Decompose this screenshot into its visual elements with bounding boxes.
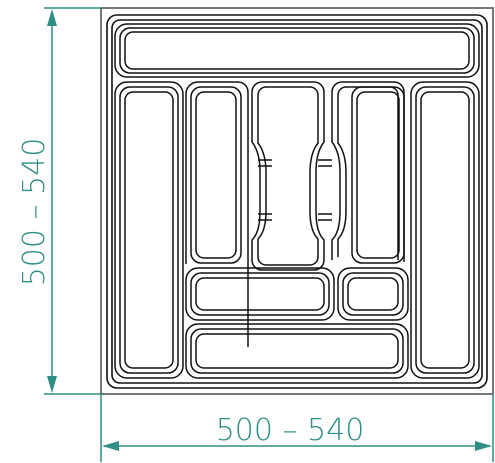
depth-arrow-top [47, 9, 57, 26]
cutlery-slot-2 [251, 81, 325, 271]
depth-label: 500 – 540 [17, 138, 52, 287]
width-arrow-right [475, 441, 492, 451]
left-compartment [114, 81, 184, 379]
right-compartment [410, 81, 480, 379]
width-arrow-left [102, 441, 119, 451]
middle-left-compartment [185, 267, 335, 321]
width-dimension: 500 – 540 [100, 394, 494, 462]
cutlery-slot-4 [351, 86, 405, 264]
cutlery-slot-3 [318, 81, 405, 262]
depth-arrow-bottom [47, 376, 57, 393]
top-compartment [114, 23, 480, 78]
depth-dimension: 500 – 540 [17, 7, 101, 395]
bottom-compartment [185, 323, 409, 379]
tray-outline [106, 14, 488, 389]
small-compartment [337, 267, 409, 321]
drawer-frame [100, 7, 494, 395]
width-label: 500 – 540 [216, 413, 365, 448]
cutlery-slot-1 [185, 81, 249, 347]
